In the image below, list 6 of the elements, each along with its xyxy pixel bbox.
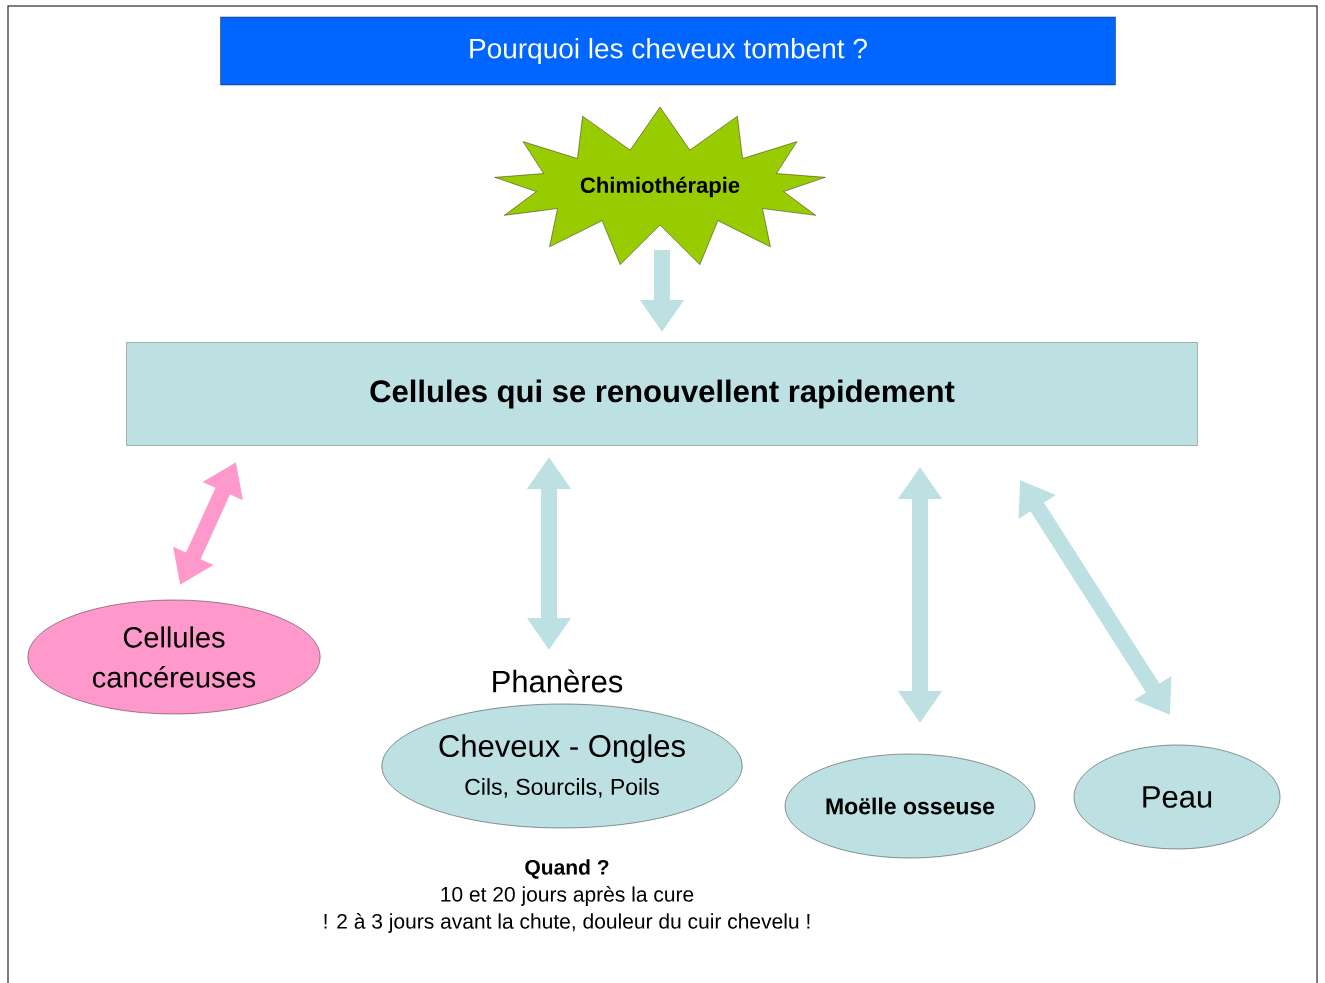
note-text: Quand ? [525, 859, 609, 879]
note-text: ! 2 à 3 jours avant la chute, douleur du cuir chevelu ! [324, 913, 810, 933]
title-banner: Pourquoi les cheveux tombent ? [220, 16, 1116, 86]
heading-text: Phanères [493, 669, 623, 693]
process-box: Cellules qui se renouvellent rapidement [126, 342, 1198, 446]
note-text: 10 et 20 jours après la cure [441, 886, 694, 906]
